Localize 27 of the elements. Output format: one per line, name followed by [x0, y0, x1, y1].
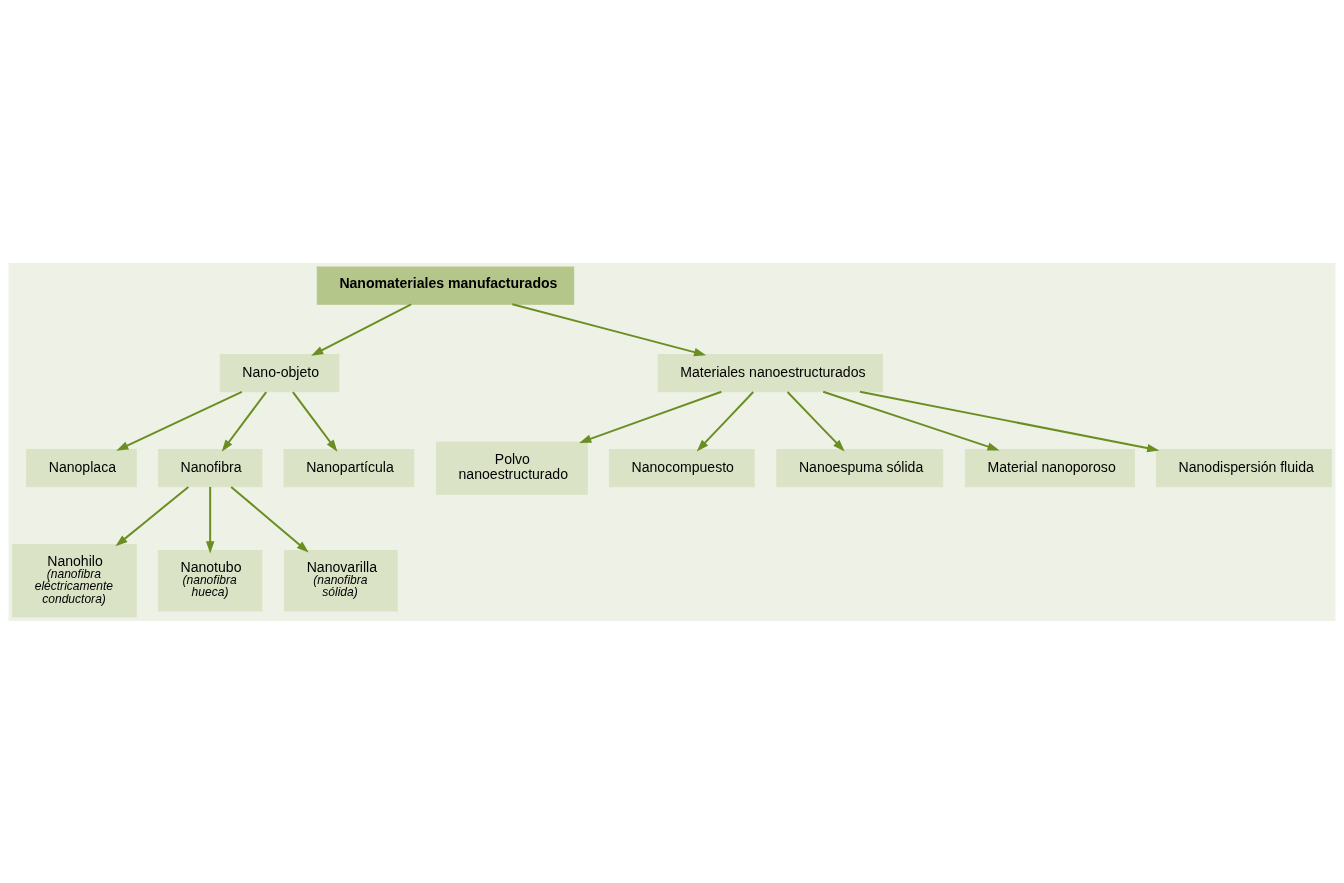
node-box: Nanocompuesto [608, 448, 755, 487]
node-box: Nanomateriales manufacturados [316, 266, 575, 305]
arrow [512, 302, 707, 356]
node-box: Materiales nanoestructurados [657, 353, 883, 392]
node-box: Nano-objeto [219, 353, 340, 392]
node-box: Material nanoporoso [964, 448, 1135, 487]
node-box: Nanopartícula [283, 448, 415, 487]
arrow [230, 485, 309, 553]
arrow [696, 390, 754, 451]
node-box: Nanohilo (nanofibra eléctricamente conductora) [12, 543, 137, 617]
arrow [579, 390, 722, 443]
arrow [786, 390, 845, 451]
arrow [822, 390, 1000, 451]
node-box: Nanoplaca [26, 448, 137, 487]
node-box: Nanotubo (nanofibra hueca) [157, 549, 263, 611]
node-box: Polvo nanoestructurado [435, 441, 588, 495]
arrow [115, 485, 189, 546]
arrow [292, 390, 338, 452]
node-box: Nanofibra [157, 448, 263, 487]
node-box: Nanoespuma sólida [776, 448, 944, 487]
arrow [859, 390, 1160, 452]
node-box: Nanovarilla (nanofibra sólida) [284, 549, 398, 611]
arrow [311, 302, 412, 356]
node-box: Nanodispersión fluida [1155, 448, 1332, 487]
arrow [221, 390, 267, 452]
arrow [205, 486, 215, 553]
arrow [116, 390, 243, 451]
